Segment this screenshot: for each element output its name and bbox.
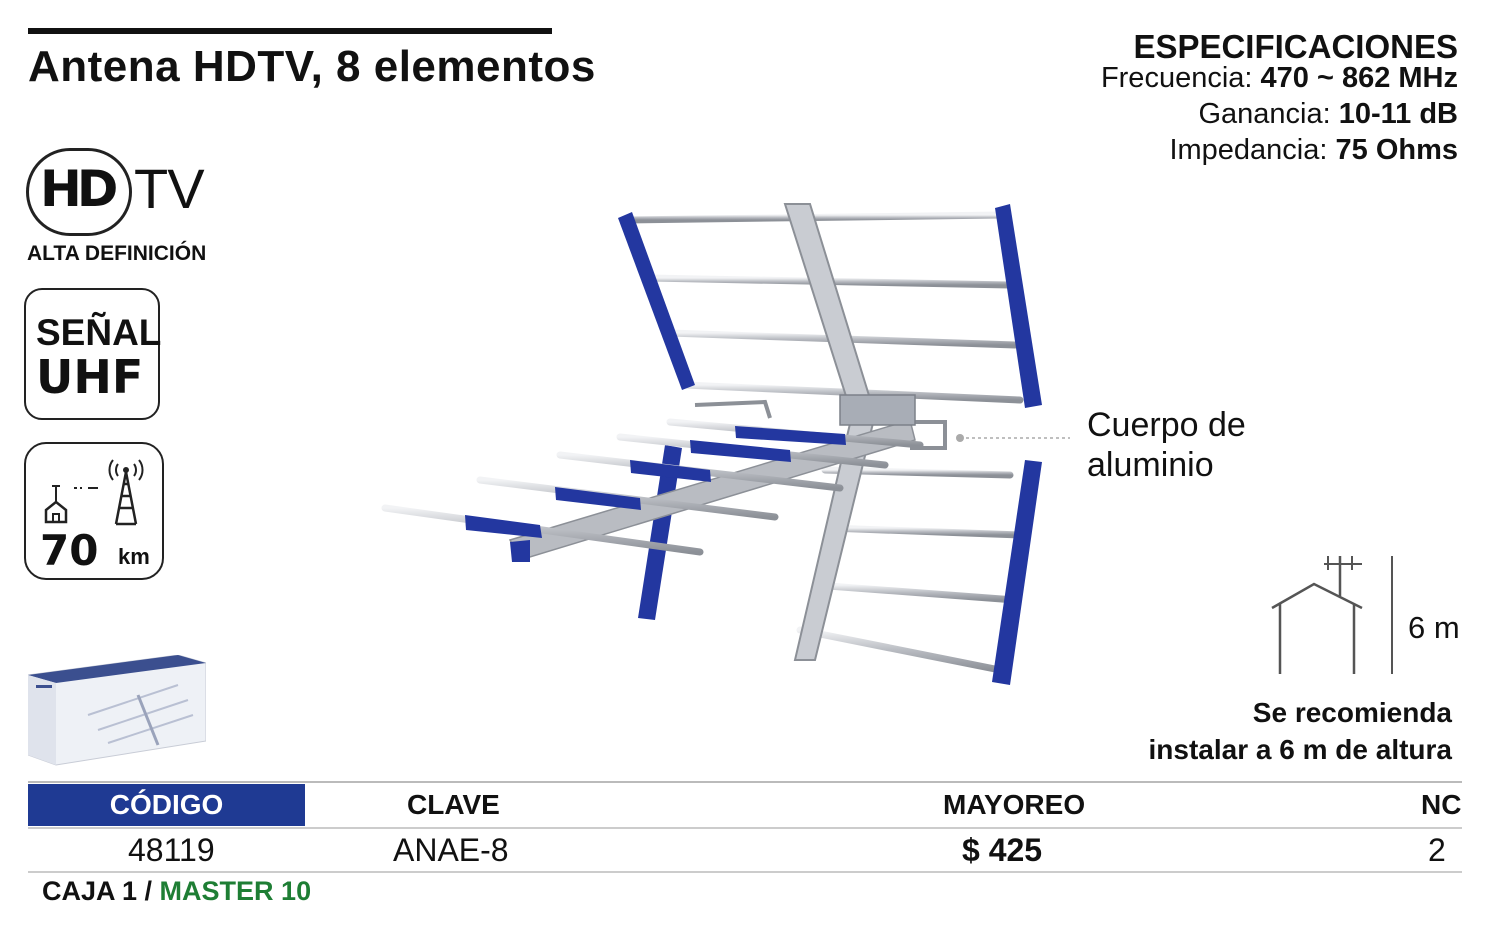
height-label: 6 m bbox=[1408, 610, 1460, 645]
spec-label: Impedancia: bbox=[1169, 134, 1328, 166]
hdtv-badge: HD TV bbox=[26, 146, 206, 236]
uhf-line2: UHF bbox=[36, 350, 144, 404]
header-wholesale: MAYOREO bbox=[943, 789, 1086, 820]
master-count: MASTER 10 bbox=[159, 876, 312, 906]
header-nc: NC bbox=[1421, 789, 1462, 820]
table-mid-rule bbox=[28, 827, 1462, 829]
range-number: 70 bbox=[40, 526, 99, 575]
uhf-line1: SEÑAL bbox=[36, 312, 162, 353]
title-rule bbox=[28, 28, 552, 34]
packaging-info: CAJA 1 / MASTER 10 bbox=[42, 876, 311, 907]
specs-heading: ESPECIFICACIONES bbox=[1133, 28, 1458, 65]
spec-frequency: Frecuencia: 470 ~ 862 MHz bbox=[1101, 62, 1458, 95]
hd-circle bbox=[26, 148, 132, 236]
body-callout: Cuerpo de aluminio bbox=[1087, 405, 1246, 485]
callout-line1: Cuerpo de bbox=[1087, 406, 1246, 444]
uhf-badge: SEÑAL UHF bbox=[24, 288, 162, 420]
header-key: CLAVE bbox=[407, 789, 500, 820]
hd-text: HD bbox=[40, 160, 118, 218]
spec-label: Frecuencia: bbox=[1100, 62, 1253, 94]
recommend-line1: Se recomienda bbox=[1252, 697, 1452, 728]
install-recommendation: Se recomienda instalar a 6 m de altura bbox=[1149, 694, 1452, 768]
cell-code: 48119 bbox=[128, 832, 215, 868]
spec-label: Ganancia: bbox=[1198, 98, 1331, 130]
table-top-rule bbox=[28, 781, 1462, 783]
cell-nc: 2 bbox=[1428, 832, 1446, 868]
hd-caption: ALTA DEFINICIÓN bbox=[27, 242, 207, 265]
tower-house-icon bbox=[44, 459, 144, 526]
table-bottom-rule bbox=[28, 871, 1462, 873]
header-code: CÓDIGO bbox=[28, 784, 305, 826]
range-badge: 70 km bbox=[24, 442, 164, 580]
callout-line2: aluminio bbox=[1087, 446, 1214, 484]
spec-value: 470 ~ 862 MHz bbox=[1260, 62, 1458, 94]
product-box-image bbox=[28, 655, 206, 766]
spec-gain: Ganancia: 10-11 dB bbox=[1198, 98, 1458, 131]
product-title: Antena HDTV, 8 elementos bbox=[28, 42, 596, 91]
cell-wholesale: $ 425 bbox=[962, 832, 1043, 868]
spec-value: 10-11 dB bbox=[1338, 98, 1458, 130]
spec-value: 75 Ohms bbox=[1335, 134, 1459, 166]
spec-impedance: Impedancia: 75 Ohms bbox=[1169, 134, 1458, 167]
box-count: CAJA 1 / bbox=[42, 876, 153, 906]
tv-text: TV bbox=[134, 157, 205, 220]
antenna-illustration bbox=[381, 203, 1070, 685]
cell-key: ANAE-8 bbox=[393, 832, 509, 868]
recommend-line2: instalar a 6 m de altura bbox=[1148, 734, 1452, 765]
range-unit: km bbox=[118, 544, 150, 569]
house-height-icon bbox=[1271, 556, 1393, 674]
